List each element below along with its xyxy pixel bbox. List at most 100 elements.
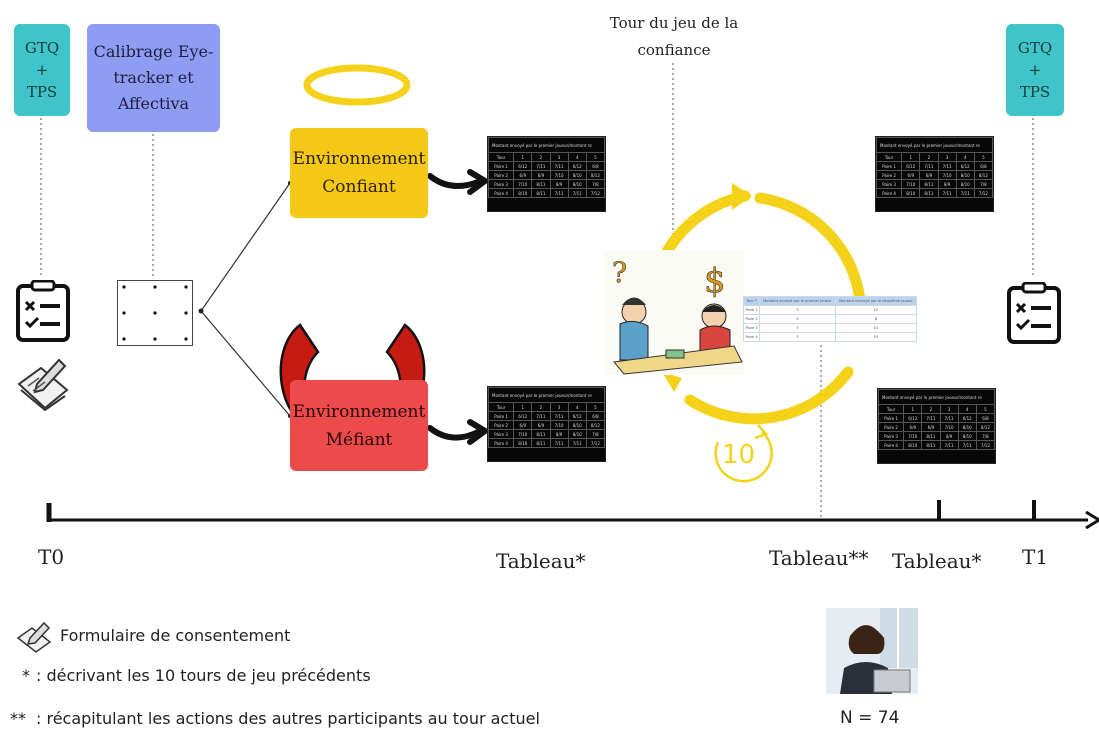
table-cell: 7/11 [955, 188, 975, 198]
branch-up [200, 182, 291, 312]
results-table-title: Montant envoyé par le premier joueur/mon… [488, 387, 605, 403]
table-cell: 7/11 [939, 440, 959, 450]
table-cell: 7/11 [937, 188, 957, 198]
tps-label: TPS [1019, 83, 1051, 101]
table-cell: 1 [903, 404, 923, 414]
round-counter-icon [714, 431, 773, 483]
table-cell: Paire 3 [875, 179, 903, 189]
table-cell: 6/12 [901, 161, 921, 171]
table-cell: 1 [901, 152, 921, 162]
table-cell: 8/10 [957, 431, 977, 441]
mefiant-line-2: Méfiant [325, 429, 393, 450]
tps-label: TPS [26, 83, 58, 101]
table-cell: Paire 2 [877, 422, 905, 432]
table-cell: 8/10 [957, 422, 977, 432]
gtq-label: GTQ [1017, 39, 1053, 57]
table-cell: 7/11 [921, 413, 941, 423]
calibration-grid-icon [117, 280, 193, 346]
tour-line-2: confiance [637, 41, 711, 59]
table-cell: 7/12 [585, 438, 606, 448]
table-cell: 7/11 [549, 161, 569, 171]
table-cell: 8/11 [921, 440, 941, 450]
table-cell: Paire 2 [487, 420, 515, 430]
table-cell: 1 [513, 402, 533, 412]
round-results-table: Montant envoyé par le premier joueur/mon… [487, 136, 606, 212]
legend-consent-form: Formulaire de consentement [60, 626, 291, 645]
table-cell: 8/9 [937, 179, 957, 189]
round-results-table: Montant envoyé par le premier joueur/mon… [877, 388, 996, 464]
table-cell: 3 [939, 404, 959, 414]
halo-icon [303, 64, 411, 106]
legend-double-star: : récapitulant les actions des autres pa… [36, 709, 540, 728]
plus-label: + [35, 61, 49, 79]
table-cell: Paire 4 [487, 188, 515, 198]
table-cell: 6/12 [513, 161, 533, 171]
table-cell: 7/10 [937, 170, 957, 180]
checklist-icon [1007, 282, 1061, 344]
table-cell: 8/11 [531, 179, 551, 189]
table-cell: 7/11 [937, 161, 957, 171]
table-cell: 6/12 [955, 161, 975, 171]
table-cell: 7/11 [567, 438, 587, 448]
consent-form-icon [17, 358, 69, 412]
table-cell: 8/11 [919, 188, 939, 198]
table-cell: 8/10 [901, 188, 921, 198]
branch-down [200, 310, 291, 417]
table-cell: 8/9 [939, 431, 959, 441]
table-cell: Tour [877, 404, 905, 414]
participant-actions-table: Tour *Montant envoyé par le premier joue… [742, 296, 918, 342]
consent-form-legend-icon [16, 621, 52, 653]
table-cell: 6/9 [531, 170, 551, 180]
calibration-line-2: tracker et [113, 68, 194, 87]
table-cell: Tour [487, 152, 515, 162]
trusting-environment-box: Environnement Confiant [290, 128, 428, 218]
participant-photo [826, 608, 918, 694]
table-cell: 8/10 [567, 170, 587, 180]
table-cell: Tour [875, 152, 903, 162]
timeline-tableau-1: Tableau* [496, 549, 586, 573]
table-cell: 8/12 [973, 170, 994, 180]
table-cell: 7/11 [531, 161, 551, 171]
timepoint-t0: T0 [38, 545, 65, 569]
table-cell: 8/10 [513, 188, 533, 198]
table-cell: 4 [567, 152, 587, 162]
table-cell: 6/9 [531, 420, 551, 430]
legend-double-star-marker: ** [10, 709, 26, 728]
calibration-line-3: Affectiva [117, 94, 190, 113]
round-results-table: Montant envoyé par le premier joueur/mon… [875, 136, 994, 212]
table-cell: 7/8 [585, 429, 606, 439]
arrow-mefiant-icon [427, 425, 481, 441]
table-cell: 3 [549, 402, 569, 412]
results-table-grid: Montant envoyé par le premier joueur/mon… [487, 387, 606, 448]
table-cell: 8/10 [903, 440, 923, 450]
table-cell: 7/11 [531, 411, 551, 421]
table-cell: 7/11 [567, 188, 587, 198]
confiant-line-2: Confiant [322, 177, 396, 197]
table-cell: 8/11 [919, 179, 939, 189]
timepoint-t1: T1 [1022, 545, 1049, 569]
table-cell: 7/8 [975, 431, 996, 441]
table-cell: 6/12 [903, 413, 923, 423]
table-cell: 8/9 [549, 429, 569, 439]
table-cell: 8/11 [531, 429, 551, 439]
table-cell: 6/9 [513, 170, 533, 180]
table-cell: 6/12 [567, 161, 587, 171]
table-cell: 7/11 [549, 438, 569, 448]
confiant-line-1: Environnement [292, 149, 426, 169]
table-cell: 8/10 [955, 170, 975, 180]
table-cell: 6/9 [921, 422, 941, 432]
table-cell: 6/9 [513, 420, 533, 430]
table-cell: 8/12 [585, 170, 606, 180]
table-cell: Paire 2 [875, 170, 903, 180]
table-cell: 2 [531, 402, 551, 412]
